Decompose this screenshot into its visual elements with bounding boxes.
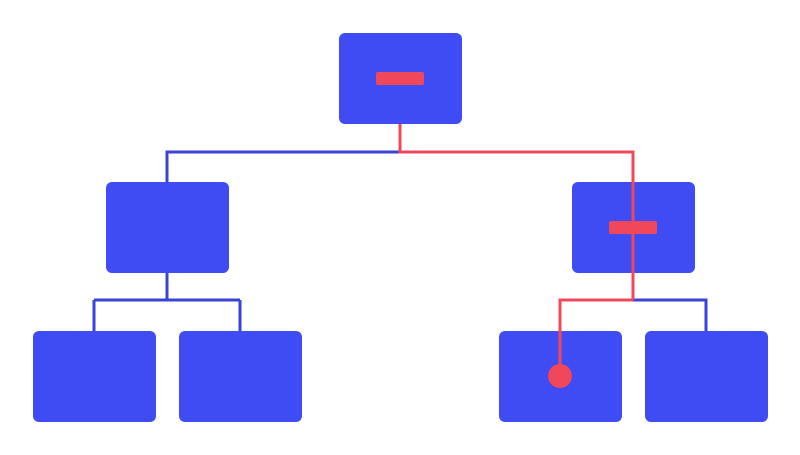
- collapse-marker-right[interactable]: [609, 221, 657, 234]
- selected-dot-marker[interactable]: [548, 364, 572, 388]
- markers: [376, 72, 657, 388]
- collapse-marker-root[interactable]: [376, 72, 424, 85]
- connector-root-left: [165, 150, 400, 183]
- node-left[interactable]: [106, 182, 229, 273]
- node-left-left[interactable]: [33, 331, 156, 422]
- node-right-right[interactable]: [645, 331, 768, 422]
- connectors: [92, 150, 708, 332]
- node-left-right[interactable]: [179, 331, 302, 422]
- nodes: [33, 33, 768, 422]
- connector-right-right-right: [633, 298, 708, 332]
- connector-left-children: [92, 272, 242, 332]
